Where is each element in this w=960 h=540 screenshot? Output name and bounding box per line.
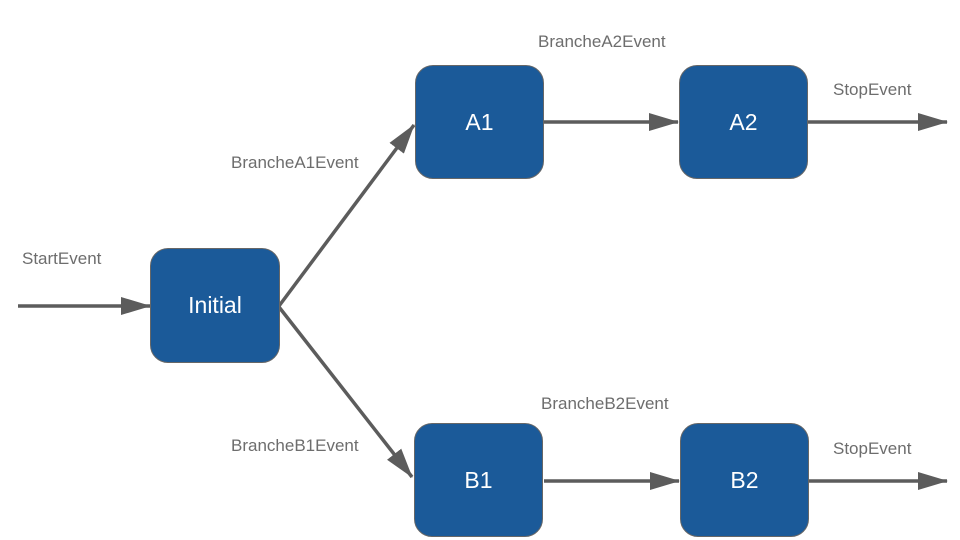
edge-label-stop-event-a: StopEvent (833, 80, 912, 99)
edge-label-branche-b1-event: BrancheB1Event (231, 436, 359, 455)
initial-to-b1-arrow (277, 305, 414, 479)
node-b2: B2 (680, 423, 809, 537)
edge-label-branche-b2-event: BrancheB2Event (541, 394, 669, 413)
edge-label-stop-event-b: StopEvent (833, 439, 912, 458)
initial-to-a1-arrow (277, 123, 416, 308)
edge-label-branche-a2-event: BrancheA2Event (538, 32, 666, 51)
node-a2: A2 (679, 65, 808, 179)
node-initial: Initial (150, 248, 280, 363)
node-a1: A1 (415, 65, 544, 179)
node-initial-label: Initial (188, 292, 242, 318)
node-b2-label: B2 (730, 466, 759, 493)
node-b1-label: B1 (464, 466, 493, 493)
edge-label-start-event: StartEvent (22, 249, 102, 268)
node-b1: B1 (414, 423, 543, 537)
edge-label-branche-a1-event: BrancheA1Event (231, 153, 359, 172)
node-a1-label: A1 (465, 108, 494, 135)
node-a2-label: A2 (729, 108, 758, 135)
